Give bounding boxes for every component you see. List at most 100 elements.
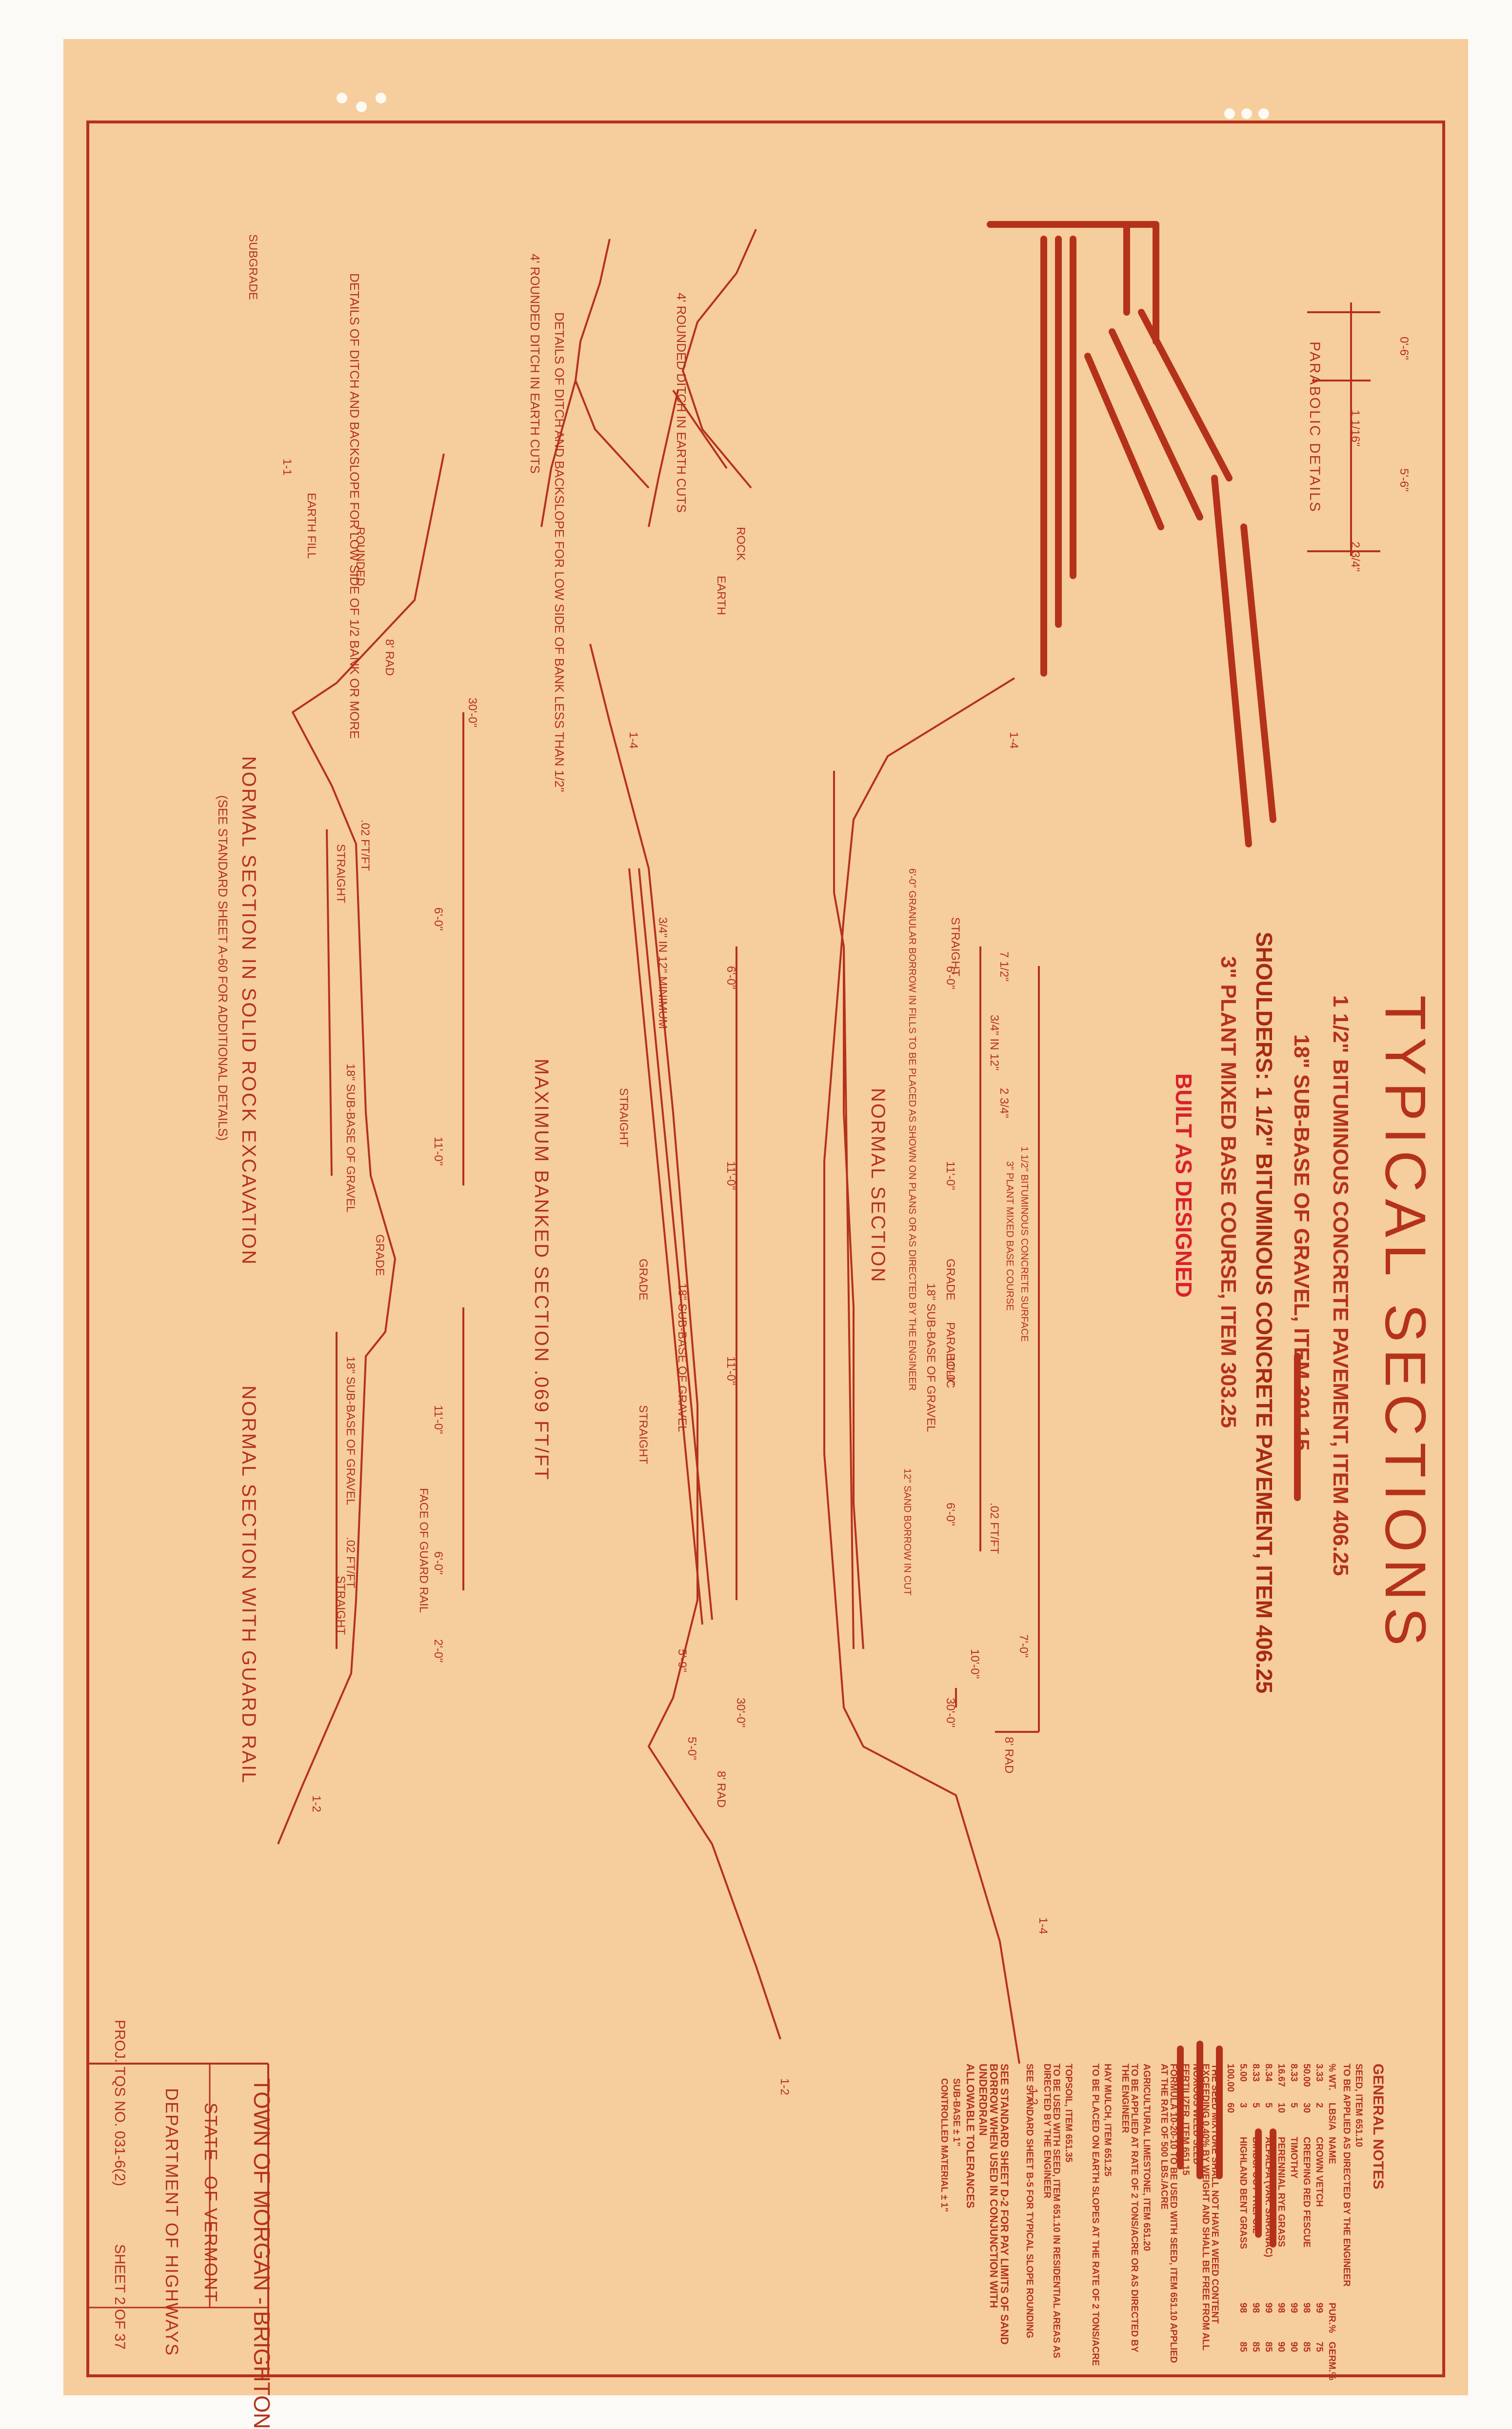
punch-hole (337, 93, 347, 103)
dim-6-banked: 6'-0" (724, 966, 737, 989)
notes-seed-foot: THE SEED MIXTURE SHALL NOT HAVE A WEED C… (1191, 2064, 1220, 2350)
seed-table-cell: 90 (1276, 2342, 1286, 2352)
page-title: TYPICAL SECTIONS (1373, 995, 1437, 1653)
parabolic-dim-a: 0'-6" (1397, 337, 1411, 360)
rad-rock: 8' RAD (383, 639, 396, 676)
seed-table-cell: CROWN VETCH (1314, 2137, 1324, 2207)
minimum-banked: 3/4" IN 12" MINIMUM (656, 917, 669, 1029)
seed-table-cell: 2 (1314, 2103, 1324, 2108)
parabolic-dim-b: 5'-6" (1397, 468, 1411, 492)
erased-area (987, 221, 1301, 2248)
rock-section-note: (SEE STANDARD SHEET A-60 FOR ADDITIONAL … (216, 795, 230, 1141)
dim-11-normal-a: 11'-0" (944, 1161, 957, 1190)
layers-note-2: 3" PLANT MIXED BASE COURSE (1004, 1161, 1015, 1311)
seed-table-cell: 75 (1314, 2342, 1324, 2352)
seed-table-cell: 16.67 (1276, 2064, 1286, 2087)
notes-seed-sub: TO BE APPLIED AS DIRECTED BY THE ENGINEE… (1341, 2064, 1352, 2287)
seed-table-cell: 99 (1314, 2303, 1324, 2313)
rock-label: ROCK (734, 527, 747, 561)
dim-5-banked: 5'-0" (685, 1737, 698, 1760)
notes-tol1: SUB-BASE ± 1" (951, 2078, 961, 2147)
dim-30-banked: 30'-0" (734, 1698, 747, 1728)
seed-table-cell: 5 (1263, 2103, 1273, 2108)
punch-hole (1258, 108, 1269, 119)
notes-d2: SEE STANDARD SHEET D-2 FOR PAY LIMITS OF… (977, 2064, 1011, 2345)
punch-hole (376, 93, 386, 103)
project-number: PROJ. TQS NO. 031-6(2) (112, 2020, 128, 2187)
seed-table-cell: BIRDSFOOT TREFOIL (1251, 2137, 1261, 2234)
dim-11-banked-a: 11'-0" (724, 1161, 737, 1190)
slope-1-4-normal: 1-4 (1007, 732, 1020, 749)
rad-normal: 8' RAD (1002, 1737, 1015, 1774)
notes-tol2: CONTROLLED MATERIAL ± 1" (939, 2078, 949, 2212)
slope-1-4-normal-b: 1-4 (1036, 1917, 1050, 1934)
seed-table-cell: 85 (1251, 2342, 1261, 2352)
punch-hole (1241, 108, 1252, 119)
seed-table-cell: 85 (1301, 2342, 1312, 2352)
rock-section-caption: NORMAL SECTION IN SOLID ROCK EXCAVATION (238, 756, 259, 1266)
dim-30-normal: 30'-0" (944, 1698, 957, 1728)
seed-table-header: LBS/A (1327, 2103, 1337, 2130)
notes-topsoil: TOPSOIL, ITEM 651.35 (1063, 2064, 1074, 2163)
subbase-rock: 18" SUB-BASE OF GRAVEL (344, 1064, 357, 1213)
dim-6-rock: 6'-0" (432, 907, 445, 931)
drawing-sheet: TYPICAL SECTIONS 1 1/2" BITUMINOUS CONCR… (63, 39, 1468, 2429)
slope-02-rock: .02 FT/FT (358, 820, 372, 871)
dim-11-rock: 11'-0" (432, 1137, 445, 1166)
normal-section-caption: NORMAL SECTION (867, 1088, 889, 1284)
in-12-normal: 3/4" IN 12" (988, 1015, 1001, 1071)
slope-02-rock-b: .02 FT/FT (344, 1537, 357, 1588)
seed-table-cell: 60 (1225, 2103, 1235, 2113)
slope-1-2-rock: 1-2 (310, 1795, 323, 1812)
seed-table-cell: 5 (1289, 2103, 1299, 2108)
built-as-designed-stamp: BUILT AS DESIGNED (1171, 1073, 1196, 1298)
seed-table-cell: 30 (1301, 2103, 1312, 2113)
seed-table-cell: 8.33 (1289, 2064, 1299, 2082)
notes-mulch-text: TO BE PLACED ON EARTH SLOPES AT THE RATE… (1090, 2064, 1100, 2366)
seed-table-header: % WT. (1327, 2064, 1337, 2090)
seed-table-header: NAME (1327, 2137, 1337, 2164)
seed-table-cell: 99 (1263, 2303, 1273, 2313)
rotated-content: TYPICAL SECTIONS 1 1/2" BITUMINOUS CONCR… (63, 39, 1468, 2429)
subbase-normal: 18" SUB-BASE OF GRAVEL (924, 1283, 937, 1432)
dim-10-normal: 10'-0" (968, 1649, 981, 1679)
sand-note: 12" SAND BORROW IN CUT (902, 1468, 913, 1596)
dim-2-rock: 2'-0" (432, 1639, 445, 1663)
slope-1-1-rock: 1-1 (280, 459, 294, 476)
dim-6-rock-b: 6'-0" (432, 1551, 445, 1575)
earth-fill-rock: EARTH FILL (305, 493, 318, 559)
seed-table-cell: 5.00 (1238, 2064, 1248, 2082)
thick-normal: 2 3/4" (997, 1088, 1011, 1118)
rock-section-lines (277, 453, 464, 1845)
notes-b5: SEE STANDARD SHEET B-5 FOR TYPICAL SLOPE… (1024, 2064, 1035, 2339)
spec-line-2: 18" SUB-BASE OF GRAVEL, ITEM 301.15 (1290, 1034, 1313, 1451)
seed-table-cell: 85 (1263, 2342, 1273, 2352)
seed-table-cell: 85 (1238, 2342, 1248, 2352)
dim-11-banked-b: 11'-0" (724, 1356, 737, 1385)
grade-rock: GRADE (373, 1234, 386, 1276)
seed-table-cell: 10 (1276, 2103, 1286, 2113)
seed-table-cell: 100.00 (1225, 2064, 1235, 2092)
slope-1-4-banked: 1-4 (627, 732, 640, 749)
seed-table-cell: 98 (1238, 2303, 1248, 2313)
notes-title: GENERAL NOTES (1370, 2064, 1386, 2189)
border (86, 120, 1445, 2377)
guard-rail-section-caption: NORMAL SECTION WITH GUARD RAIL (238, 1385, 259, 1785)
rounded-rock: ROUNDED (354, 527, 367, 586)
department-label: DEPARTMENT OF HIGHWAYS (162, 2088, 182, 2357)
subbase-rock-b: 18" SUB-BASE OF GRAVEL (344, 1356, 357, 1506)
seed-table-cell: 8.33 (1251, 2064, 1261, 2082)
thick-7-normal: 7 1/2" (997, 951, 1011, 982)
dim-11-rock-b: 11'-0" (432, 1405, 445, 1434)
state-label: STATE (201, 2103, 221, 2162)
earth-label: EARTH (715, 576, 728, 615)
slope-1-2-banked: 1-2 (778, 2078, 791, 2095)
parabolic-details-label: PARABOLIC DETAILS (1307, 341, 1323, 513)
seed-table-cell: HIGHLAND BENT GRASS (1238, 2137, 1248, 2249)
seed-table-cell: 3.33 (1314, 2064, 1324, 2082)
seed-table-cell: 5 (1251, 2103, 1261, 2108)
base-spec: 3" PLANT MIXED BASE COURSE, ITEM 303.25 (1216, 956, 1240, 1428)
seed-table-cell: 50.00 (1301, 2064, 1312, 2087)
seed-table-cell: ALFALFA (VAR. SARANAC) (1263, 2137, 1273, 2257)
seed-table-cell: 98 (1276, 2303, 1286, 2313)
